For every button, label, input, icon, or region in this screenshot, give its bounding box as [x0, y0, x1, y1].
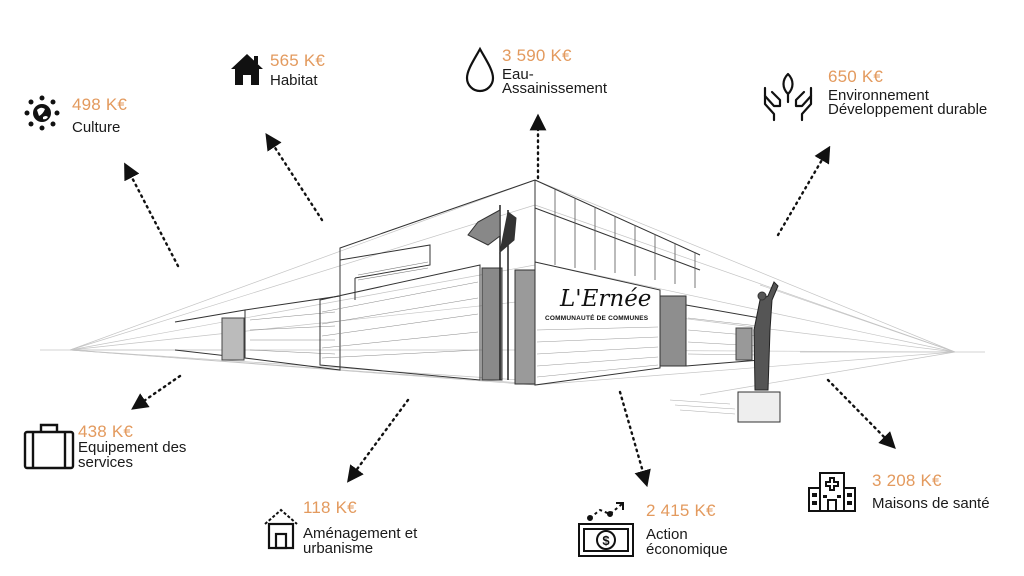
label-eau-line2: Assainissement — [502, 80, 608, 97]
house-outline-icon — [264, 508, 298, 550]
arrow-environnement — [776, 145, 831, 237]
label-habitat: Habitat — [270, 72, 318, 89]
label-amenagement-line1: Aménagement et — [303, 525, 418, 542]
label-equipement-line1: Equipement des — [78, 439, 187, 456]
label-amenagement-line2: urbanisme — [303, 540, 374, 557]
label-action-line1: Action — [646, 526, 688, 543]
hospital-icon — [808, 472, 856, 512]
label-environnement-line2: Développement durable — [828, 101, 988, 118]
house-icon — [231, 54, 263, 85]
amount-culture: 498 K€ — [72, 95, 128, 114]
amount-sante: 3 208 K€ — [872, 471, 942, 490]
banknote-growth-icon: $ — [578, 502, 634, 557]
arrow-equipement — [131, 374, 182, 410]
suitcase-icon — [23, 423, 75, 470]
arrow-culture — [124, 162, 180, 268]
dotted-arrows — [124, 113, 896, 488]
label-environnement-line1: Environnement — [828, 87, 929, 104]
arrow-sante — [826, 378, 896, 449]
arrow-amenagement — [347, 398, 410, 483]
label-action-line2: économique — [646, 541, 728, 558]
hands-leaf-icon — [763, 72, 813, 122]
perspective-lines — [40, 179, 985, 396]
globe-people-icon — [24, 95, 60, 131]
amount-eau: 3 590 K€ — [502, 46, 572, 65]
amount-environnement: 650 K€ — [828, 67, 884, 86]
amount-action: 2 415 K€ — [646, 501, 716, 520]
water-drop-icon — [465, 46, 495, 93]
building — [174, 179, 781, 423]
label-sante: Maisons de santé — [872, 495, 990, 512]
svg-text:$: $ — [602, 533, 610, 548]
arrow-habitat — [265, 132, 324, 222]
arrow-action — [618, 390, 651, 488]
label-eau-line1: Eau- — [502, 66, 534, 83]
logo-subtitle: COMMUNAUTÉ DE COMMUNES — [545, 313, 649, 322]
amount-equipement: 438 K€ — [78, 422, 134, 441]
logo-title: L'Ernée — [559, 286, 651, 312]
amount-habitat: 565 K€ — [270, 51, 326, 70]
label-equipement-line2: services — [78, 454, 134, 471]
label-culture: Culture — [72, 119, 121, 136]
amount-amenagement: 118 K€ — [303, 498, 357, 517]
